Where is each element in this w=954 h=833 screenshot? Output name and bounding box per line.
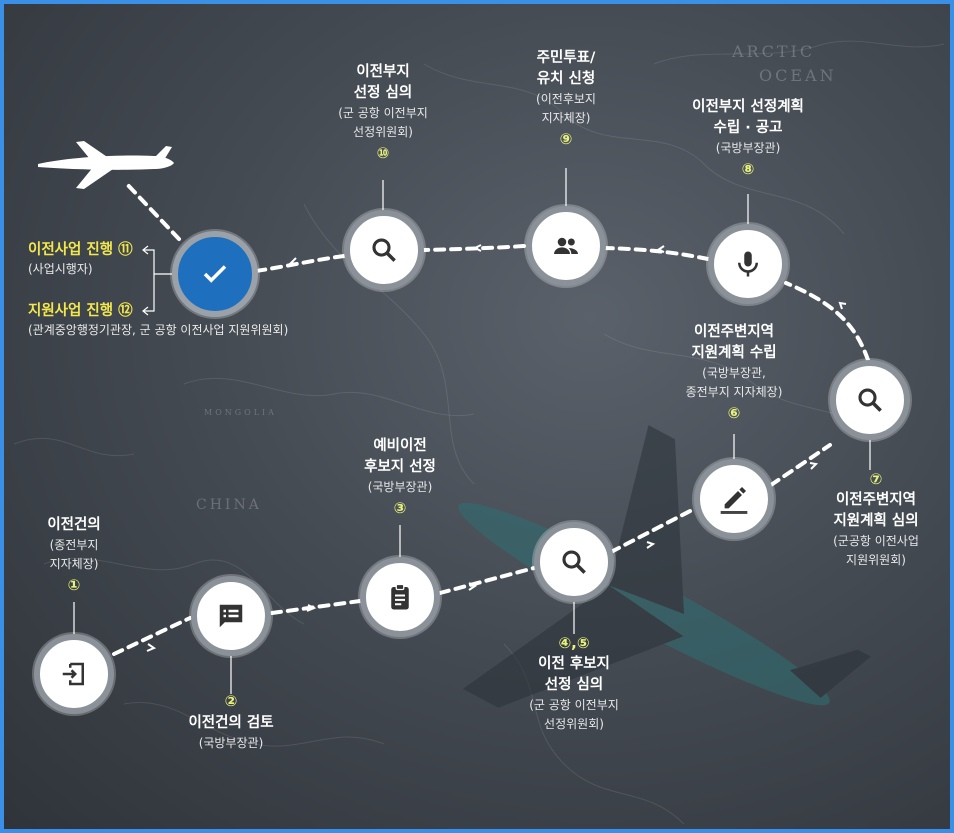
step-1-label: 이전건의 (종전부지 지자체장) ①	[47, 515, 100, 594]
step-6-label: 이전주변지역 지원계획 수립 (국방부장관, 종전부지 지자체장) ⑥	[686, 322, 783, 422]
step-sub: (군공항 이전사업	[833, 534, 919, 548]
step-title: 이전건의	[47, 517, 101, 533]
step-2-label: ② 이전건의 검토 (국방부장관)	[188, 692, 273, 753]
step-sub: (국방부장관)	[198, 736, 264, 750]
step-number: ⑥	[727, 404, 741, 422]
step-number: ④,⑤	[558, 634, 590, 652]
step-8-node	[708, 224, 788, 304]
step-number: ⑩	[376, 144, 390, 162]
search-icon	[858, 388, 882, 412]
step-title: 선정 심의	[544, 677, 604, 693]
microphone-icon	[738, 251, 758, 277]
step-12-label: 지원사업 진행 ⑫ (관계중앙행정기관장, 군 공항 이전사업 지원위원회)	[28, 301, 288, 339]
clipboard-icon	[391, 583, 409, 610]
step-3-node	[360, 557, 440, 637]
step-sub: 지원위원회)	[846, 553, 906, 567]
step-sub: (군 공항 이전부지	[529, 698, 619, 712]
step-title: 이전부지 선정계획	[692, 99, 804, 115]
search-icon	[372, 238, 396, 262]
step-title: 후보지 선정	[364, 459, 436, 475]
airplane-icon	[38, 141, 174, 189]
step-title: 이전사업 진행 ⑪	[28, 242, 133, 258]
step-title: 지원사업 진행 ⑫	[28, 303, 133, 319]
step-sub: 선정위원회)	[544, 717, 604, 731]
step-number: ⑦	[869, 470, 883, 488]
step-4-5-label: ④,⑤ 이전 후보지 선정 심의 (군 공항 이전부지 선정위원회)	[529, 634, 619, 734]
step-title: 이전건의 검토	[188, 715, 274, 731]
step-title: 지원계획 수립	[691, 345, 777, 361]
step-title: 이전부지	[356, 64, 410, 80]
step-title: 예비이전	[373, 438, 427, 454]
check-icon	[203, 265, 227, 283]
step-number: ①	[67, 576, 81, 594]
step-9-label: 주민투표/ 유치 신청 (이전후보지 지자체장) ⑨	[536, 48, 596, 148]
step-6-node	[694, 459, 774, 539]
map-label: MONGOLIA	[204, 408, 277, 417]
step-sub: 지자체장)	[49, 557, 99, 571]
step-10-node	[344, 210, 424, 290]
step-title: 이전주변지역	[835, 492, 917, 508]
step-sub: (사업시행자)	[28, 262, 93, 276]
step-sub: 지자체장)	[541, 111, 591, 125]
map-label: ARCTIC	[732, 42, 816, 61]
final-step-node	[172, 231, 258, 317]
step-11-label: 이전사업 진행 ⑪ (사업시행자)	[28, 240, 133, 278]
step-title: 이전주변지역	[693, 324, 775, 340]
map-label: CHINA	[196, 497, 262, 513]
step-4-5-node	[534, 522, 614, 602]
step-7-label: ⑦ 이전주변지역 지원계획 심의 (군공항 이전사업 지원위원회)	[833, 470, 919, 570]
step-sub: (국방부장관)	[715, 141, 781, 155]
step-title: 지원계획 심의	[833, 513, 919, 529]
step-title: 이전 후보지	[538, 656, 610, 672]
step-9-node	[526, 206, 606, 286]
people-icon	[554, 237, 578, 254]
step-title: 수립 · 공고	[713, 120, 783, 136]
step-number: ⑨	[559, 130, 573, 148]
step-title: 주민투표/	[536, 50, 596, 66]
map-label: OCEAN	[759, 66, 837, 85]
login-icon	[62, 662, 84, 686]
step-2-node	[191, 576, 271, 656]
step-title: 유치 신청	[536, 71, 596, 87]
search-icon	[562, 550, 586, 574]
step-title: 선정 심의	[353, 85, 413, 101]
step-sub: (관계중앙행정기관장, 군 공항 이전사업 지원위원회)	[28, 323, 289, 337]
step-8-label: 이전부지 선정계획 수립 · 공고 (국방부장관) ⑧	[692, 97, 804, 178]
step-sub: (이전후보지	[536, 92, 596, 106]
step-number: ⑧	[741, 160, 755, 178]
step-sub: (국방부장관,	[702, 366, 766, 380]
step-sub: 종전부지 지자체장)	[685, 385, 783, 399]
step-7-node	[830, 360, 910, 440]
step-3-label: 예비이전 후보지 선정 (국방부장관) ③	[364, 436, 436, 517]
step-sub: (군 공항 이전부지	[338, 106, 428, 120]
list-icon	[219, 604, 243, 628]
step-sub: 선정위원회)	[353, 125, 413, 139]
step-sub: (국방부장관)	[367, 480, 433, 494]
background-map	[13, 40, 945, 825]
step-10-label: 이전부지 선정 심의 (군 공항 이전부지 선정위원회) ⑩	[338, 62, 428, 162]
step-1-node	[34, 634, 114, 714]
step-number: ③	[393, 499, 407, 517]
step-number: ②	[224, 692, 238, 710]
pen-icon	[720, 487, 748, 514]
step-sub: (종전부지	[49, 538, 99, 552]
